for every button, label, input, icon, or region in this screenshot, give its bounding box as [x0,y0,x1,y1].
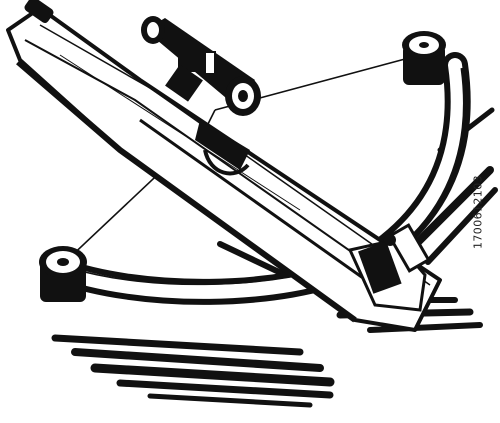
rifle-scope-icon [141,16,261,116]
crossbow-stock [6,0,442,332]
left-limb-cam [39,246,87,302]
trigger-assembly [195,120,250,176]
front-mount [347,223,431,312]
right-limb-cam [402,31,446,85]
watermark-id-text: 1700612103 [471,175,485,249]
